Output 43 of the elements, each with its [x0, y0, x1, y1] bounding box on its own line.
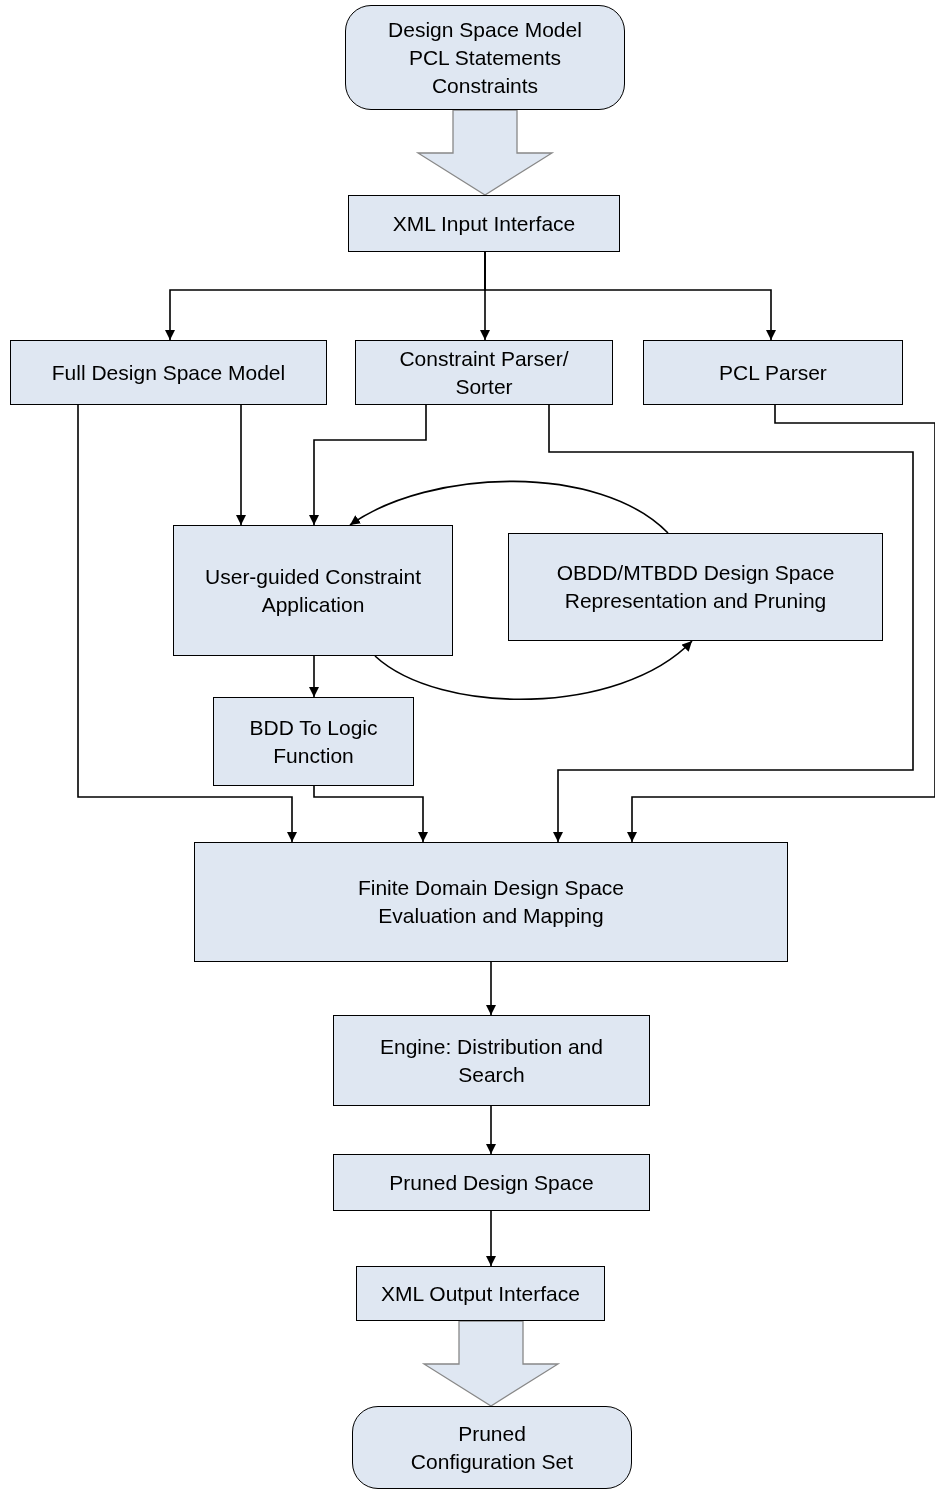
node-label: Pruned Design Space — [389, 1169, 594, 1196]
block-arrow — [415, 109, 555, 196]
arrow — [309, 655, 319, 698]
node-label: PCL Parser — [719, 359, 827, 386]
process-box — [333, 1015, 650, 1106]
process-box — [356, 1266, 605, 1321]
node-label: Full Design Space Model — [51, 359, 286, 386]
arrow — [313, 785, 428, 843]
arrow — [309, 404, 427, 526]
node-label: Finite Domain Design Space Evaluation and Mapping — [356, 875, 626, 929]
arrow — [486, 1105, 496, 1155]
node-label: Constraint Parser/ Sorter — [398, 345, 570, 400]
process-box — [643, 340, 903, 405]
arrow — [349, 480, 669, 534]
node-label: User-guided Constraint Application — [204, 563, 422, 618]
node-label: XML Output Interface — [381, 1280, 580, 1307]
terminal-box — [345, 5, 625, 110]
node-label: OBDD/MTBDD Design Space Representation and Pruning — [555, 560, 836, 614]
process-box — [333, 1154, 650, 1211]
terminal-box — [352, 1406, 632, 1489]
node-label: PCL Statements — [408, 44, 562, 71]
arrow — [627, 404, 935, 843]
process-box — [173, 525, 453, 656]
block-arrow — [421, 1320, 561, 1407]
process-box — [355, 340, 613, 405]
node-label: BDD To Logic Function — [248, 714, 379, 769]
process-box — [348, 195, 620, 252]
process-box — [194, 842, 788, 962]
arrow — [486, 961, 496, 1016]
arrow — [548, 404, 914, 843]
arrow — [374, 640, 693, 700]
process-box — [508, 533, 883, 641]
arrow — [486, 1210, 496, 1267]
node-label: XML Input Interface — [392, 210, 576, 237]
arrow — [236, 404, 246, 526]
process-box — [10, 340, 327, 405]
process-box — [213, 697, 414, 786]
node-label: Engine: Distribution and Search — [379, 1033, 604, 1088]
node-label: Design Space Model — [388, 16, 582, 43]
node-label: Constraints — [431, 72, 539, 99]
node-label: Pruned Configuration Set — [409, 1420, 575, 1475]
arrow — [77, 404, 297, 843]
arrow — [484, 251, 776, 341]
